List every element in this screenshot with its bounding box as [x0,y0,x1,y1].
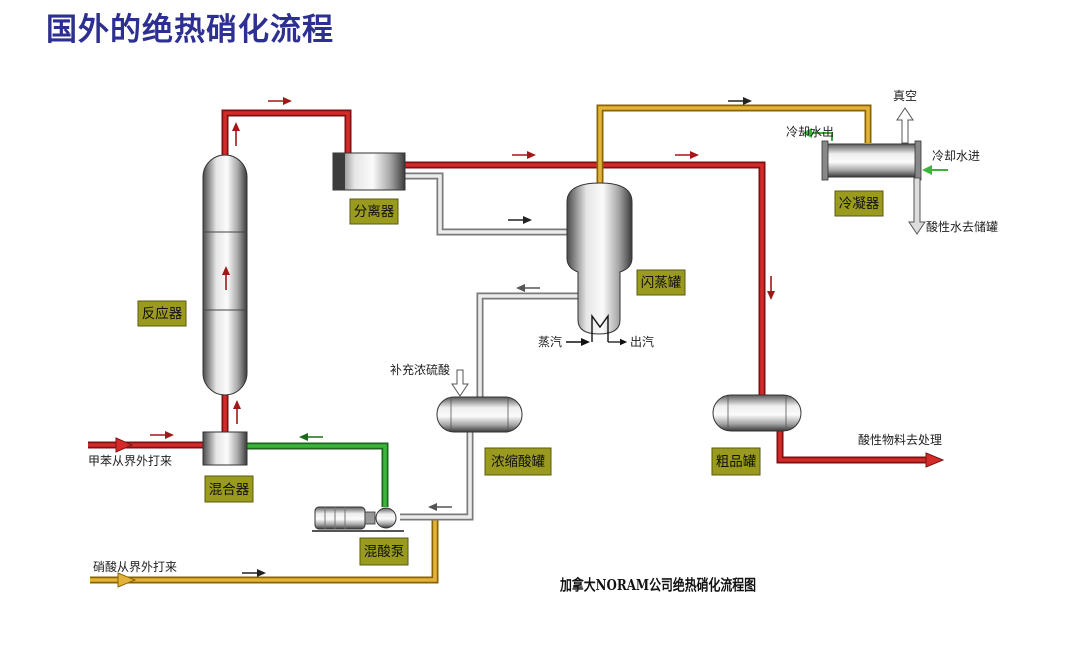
label-reactor: 反应器 [137,300,187,327]
flow-arrow-up [232,399,242,425]
steam-in-label: 蒸汽 [538,334,562,349]
label-flash-tank: 闪蒸罐 [636,269,686,296]
flow-arrow-up [231,121,241,147]
toluene-feed-label: 甲苯从界外打来 [88,454,172,468]
vacuum-label: 真空 [893,89,917,103]
label-flash-tank-text: 闪蒸罐 [641,275,682,291]
pipe-pump-to-mixer [247,442,389,507]
label-crude-tank: 粗品罐 [711,447,761,476]
pipe-separator-to-flash-tank [405,172,568,236]
pipe-reactor-to-separator [221,109,352,157]
flow-arrow-left [298,432,324,442]
steam-out-label: 出汽 [630,334,654,349]
flow-arrow-right [511,150,537,160]
page-title: 国外的绝热硝化流程 [46,12,334,47]
label-separator: 分离器 [349,198,399,225]
flow-arrow-right [241,568,267,578]
label-separator-text: 分离器 [354,203,395,220]
pipe-flash-tank-to-acid-tank [476,292,579,398]
pipe-separator-to-crude-tank [405,161,766,396]
cooling-water-in-arrow [922,165,948,175]
label-mixer-text: 混合器 [209,482,250,498]
pipe-nitric-acid-feed [90,516,439,588]
flow-arrow-right [674,150,700,160]
flow-arrow-down [766,275,776,301]
label-reactor-text: 反应器 [142,305,183,322]
condenser[interactable] [821,140,922,181]
vacuum-arrow [896,107,914,144]
separator[interactable] [332,152,406,191]
acid-water-out-arrow [908,177,926,235]
flow-arrow-right [727,96,753,106]
label-conc-acid-tank-text: 浓缩酸罐 [491,454,545,470]
flow-arrow-left [427,502,453,512]
label-conc-acid-tank: 浓缩酸罐 [484,447,552,476]
flash-tank[interactable] [566,182,633,335]
cooling-water-out-label: 冷却水出 [786,125,834,139]
flow-arrow-right [267,96,293,106]
pipe-toluene-feed [88,437,203,453]
cooling-water-out-arrow [802,128,833,141]
steam-out-arrow [607,338,628,346]
acid-water-label: 酸性水去储罐 [926,219,998,234]
steam-coil [591,313,609,342]
mixer[interactable] [202,431,248,466]
label-pump-text: 混酸泵 [364,544,405,560]
pipe-acid-material-out [776,430,945,468]
diagram-caption: 加拿大NORAM公司绝热硝化流程图 [559,576,756,594]
label-condenser: 冷凝器 [834,190,884,217]
acid-material-label: 酸性物料去处理 [858,432,942,447]
label-condenser-text: 冷凝器 [839,196,880,212]
flow-arrow-right [507,215,533,225]
pipe-flash-vapor-to-condenser [596,104,872,186]
label-mixer: 混合器 [204,475,254,503]
mixed-acid-pump[interactable] [312,506,404,532]
makeup-acid-label: 补充浓硫酸 [390,362,450,377]
pipe-acid-tank-to-pump [400,431,474,521]
steam-in-arrow [565,337,591,347]
crude-product-tank[interactable] [712,394,802,432]
label-crude-tank-text: 粗品罐 [716,454,757,470]
flow-arrow-left [515,283,541,293]
cooling-water-in-label: 冷却水进 [932,149,980,163]
label-mixed-acid-pump: 混酸泵 [359,537,409,566]
makeup-acid-arrow [451,369,469,397]
nitric-acid-feed-label: 硝酸从界外打来 [93,559,177,574]
concentrated-acid-tank[interactable] [436,396,523,433]
flow-arrow-right [149,430,175,440]
